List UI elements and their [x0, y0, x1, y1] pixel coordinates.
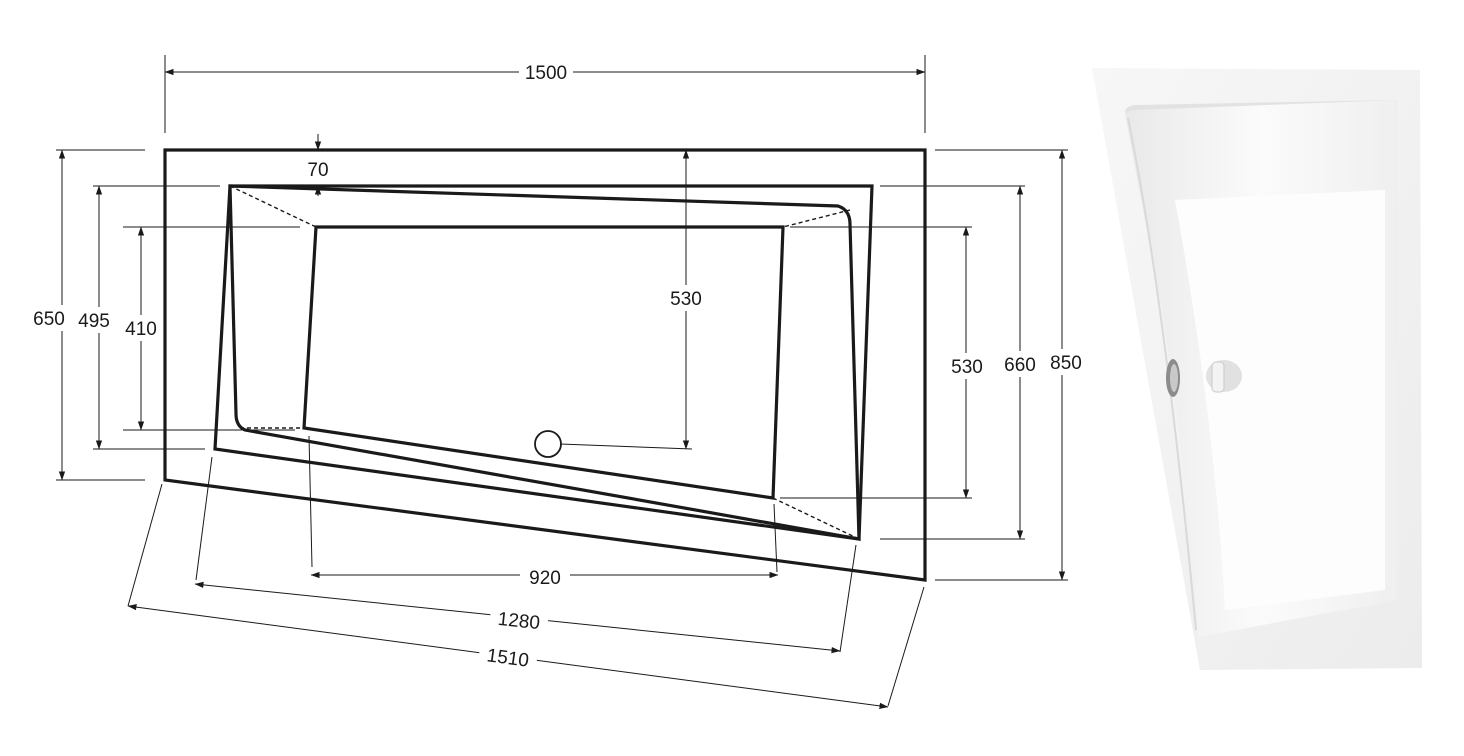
dim-label-495: 495	[78, 311, 110, 332]
dim-label-right-530: 530	[951, 357, 983, 378]
grip-handle-icon	[1206, 360, 1242, 393]
tub-outlines	[163, 148, 927, 582]
dim-label-1280: 1280	[497, 609, 541, 634]
dim-label-410: 410	[125, 319, 157, 340]
dim-label-650: 650	[33, 309, 65, 330]
tub-bowl-outline	[228, 184, 861, 541]
outer-rim-outline	[163, 148, 927, 582]
overflow-icon	[1166, 359, 1180, 397]
bevel-top-left	[229, 185, 317, 228]
tub-floor-outline	[302, 225, 785, 500]
dim-label-920: 920	[529, 568, 561, 589]
drain-circle	[534, 430, 562, 458]
dim-label-center-530: 530	[670, 289, 702, 310]
dim-label-660: 660	[1004, 355, 1036, 376]
dim-label-1500: 1500	[525, 63, 567, 84]
bevel-bottom-right	[772, 497, 860, 540]
dim-label-70: 70	[307, 160, 328, 181]
dimension-labels: 1500 70 650 495 410 530 530 660 850 920 …	[28, 60, 1089, 674]
bevel-top-right	[782, 209, 851, 228]
tub-basin-floor	[1175, 190, 1385, 610]
dim-label-850: 850	[1050, 353, 1082, 374]
tub-left-wall-highlight	[1127, 117, 1197, 631]
bathtub-photo	[1092, 68, 1422, 670]
extension-lines	[56, 55, 1068, 707]
dimension-lines	[58, 68, 1066, 709]
